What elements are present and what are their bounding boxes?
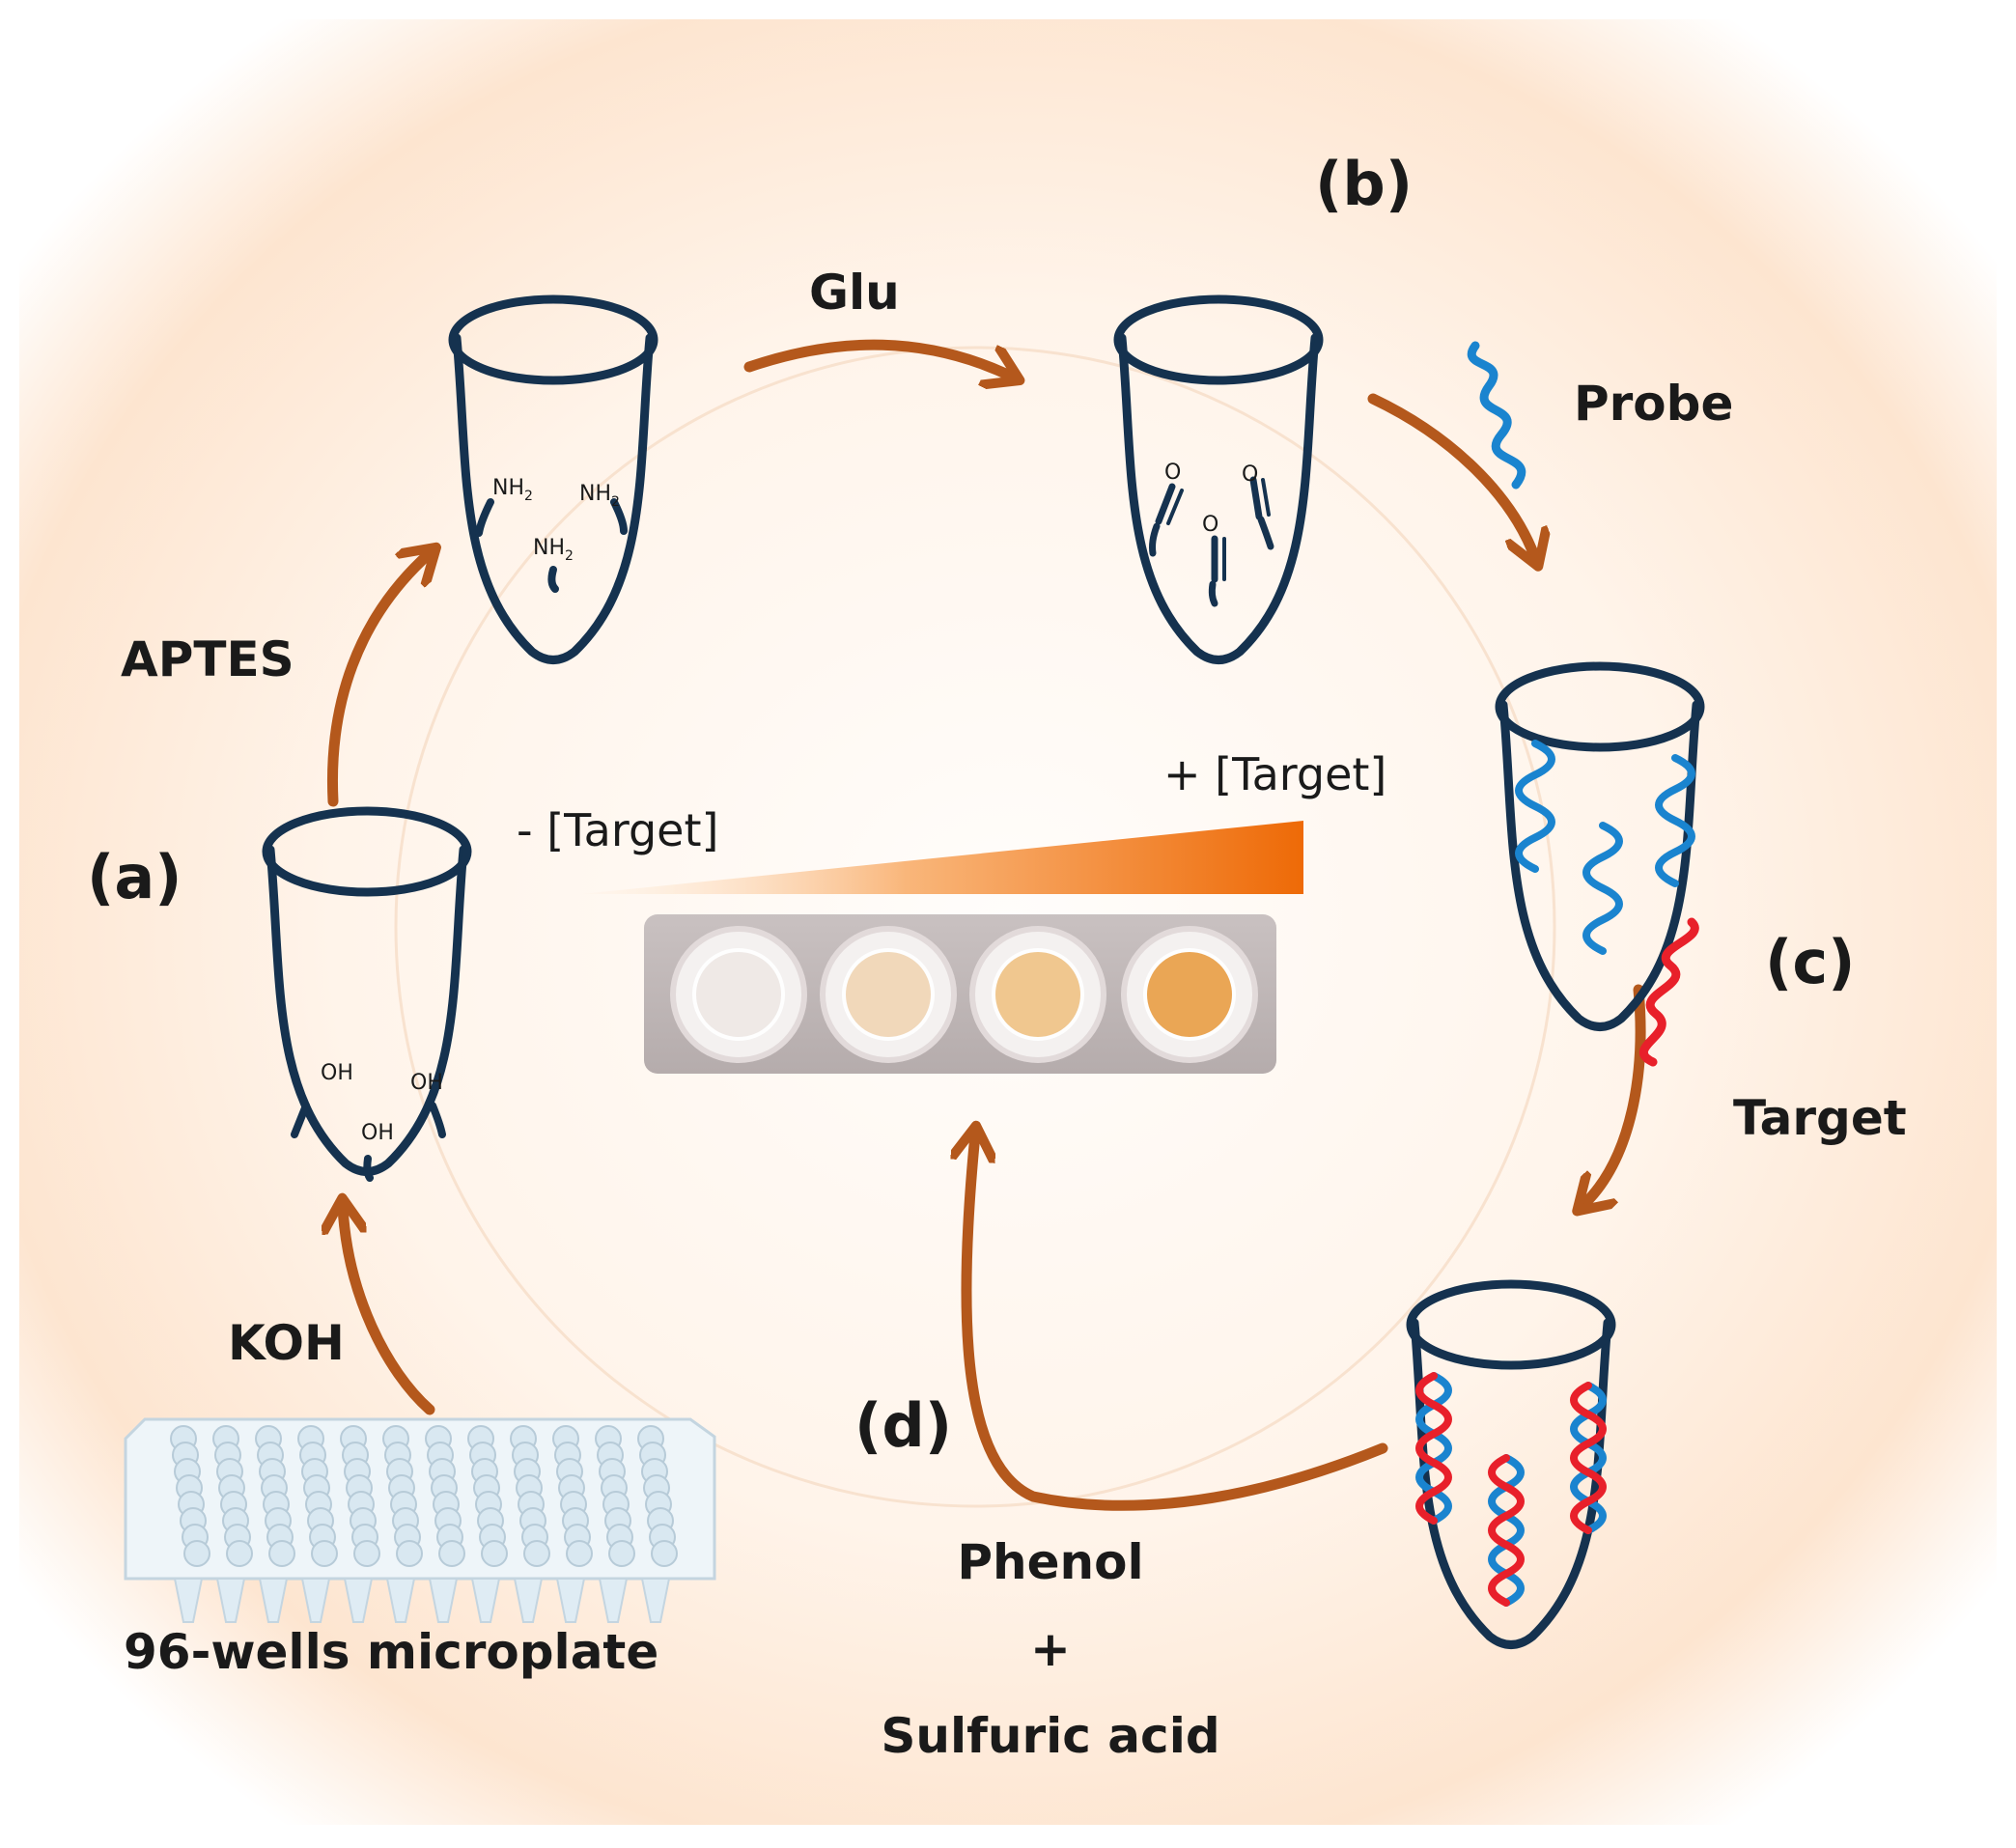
oh-group-2: OH xyxy=(361,1121,394,1145)
plate-well xyxy=(227,1541,252,1566)
probe-label: Probe xyxy=(1574,376,1733,432)
panel-b-label: (b) xyxy=(1315,149,1413,219)
oh-group-3: OH xyxy=(410,1071,443,1095)
microplate-label: 96-wells microplate xyxy=(124,1624,658,1680)
plate-well xyxy=(567,1541,592,1566)
photo-well-solution xyxy=(1145,950,1234,1039)
photo-well-solution xyxy=(694,950,783,1039)
photo-wells-strip xyxy=(644,914,1276,1074)
minus-target-label: - [Target] xyxy=(517,804,718,856)
plate-well xyxy=(652,1541,677,1566)
plate-well xyxy=(397,1541,422,1566)
plate-well xyxy=(269,1541,294,1566)
plate-well xyxy=(184,1541,210,1566)
plate-well xyxy=(524,1541,549,1566)
sulfuric-acid-label: Sulfuric acid xyxy=(881,1708,1219,1764)
carbonyl-o-1: O xyxy=(1164,461,1181,485)
panel-c-label: (c) xyxy=(1765,927,1855,997)
plate-well xyxy=(482,1541,507,1566)
panel-a-label: (a) xyxy=(87,842,182,912)
carbonyl-o-2: O xyxy=(1202,513,1218,537)
plate-well xyxy=(354,1541,379,1566)
aptes-label: APTES xyxy=(121,631,294,687)
plate-well xyxy=(312,1541,337,1566)
phenol-label: Phenol xyxy=(957,1534,1143,1590)
koh-label: KOH xyxy=(228,1315,345,1371)
plate-well xyxy=(609,1541,634,1566)
glu-label: Glu xyxy=(809,265,900,321)
plus-sign: + xyxy=(1030,1621,1071,1677)
plus-target-label: + [Target] xyxy=(1163,748,1386,800)
photo-well-solution xyxy=(994,950,1082,1039)
photo-well-solution xyxy=(844,950,933,1039)
panel-d-label: (d) xyxy=(854,1390,952,1461)
plate-well xyxy=(439,1541,464,1566)
target-label: Target xyxy=(1733,1090,1907,1146)
carbonyl-o-3: O xyxy=(1242,462,1258,487)
oh-group-1: OH xyxy=(321,1061,353,1085)
